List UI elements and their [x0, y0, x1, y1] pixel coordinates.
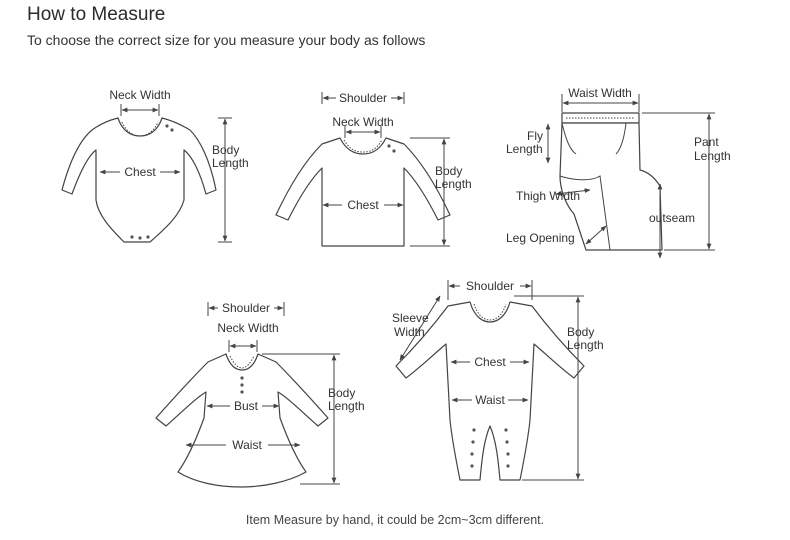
romper-snap-dots	[470, 428, 510, 468]
page-title: How to Measure	[27, 4, 166, 25]
shirt-outline	[275, 137, 451, 247]
pants-thigh-width-label: Thigh Width	[516, 189, 580, 203]
pants-waist-width-label: Waist Width	[568, 86, 632, 100]
bodysuit-chest-label: Chest	[124, 165, 156, 179]
dress-neck-width-label: Neck Width	[217, 321, 278, 335]
romper-sleeve-width-label: Width	[394, 325, 425, 339]
page-subtitle: To choose the correct size for you measu…	[27, 32, 426, 48]
pants-leg-opening-label: Leg Opening	[506, 231, 575, 245]
romper-chest-label: Chest	[474, 355, 506, 369]
dress-figure: Shoulder Neck Width Bust Waist Body Leng…	[155, 301, 365, 488]
bodysuit-body-label: Body	[212, 143, 239, 157]
pants-figure: Waist Width Fly Length Pant Length Thigh…	[506, 86, 731, 259]
pants-outline	[559, 122, 663, 251]
bodysuit-outline	[61, 117, 217, 243]
bodysuit-length-label: Length	[212, 156, 249, 170]
shirt-chest-label: Chest	[347, 198, 379, 212]
pants-outseam-label: outseam	[649, 211, 695, 225]
dress-bust-label: Bust	[234, 399, 259, 413]
shirt-body-label: Body	[435, 164, 462, 178]
dress-shoulder-label: Shoulder	[222, 301, 270, 315]
footer-note: Item Measure by hand, it could be 2cm~3c…	[245, 513, 545, 527]
romper-sleeve-label: Sleeve	[392, 311, 429, 325]
dress-outline	[155, 353, 329, 488]
pants-fly-label: Fly	[527, 129, 543, 143]
dress-body-label: Body	[328, 386, 355, 400]
bodysuit-figure: Neck Width Chest Body Length	[61, 88, 249, 243]
dress-waist-label: Waist	[232, 438, 262, 452]
romper-waist-label: Waist	[475, 393, 505, 407]
dress-length-label: Length	[328, 399, 365, 413]
romper-body-label: Body	[567, 325, 594, 339]
shirt-figure: Shoulder Neck Width Chest Body Length	[275, 91, 472, 247]
pants-pant-label: Pant	[694, 135, 719, 149]
shirt-length-label: Length	[435, 177, 472, 191]
pants-pant-length-label: Length	[694, 149, 731, 163]
bodysuit-neck-width-label: Neck Width	[109, 88, 170, 102]
romper-length-label: Length	[567, 338, 604, 352]
pants-fly-length-label: Length	[506, 142, 543, 156]
shirt-neck-width-label: Neck Width	[332, 115, 393, 129]
romper-shoulder-label: Shoulder	[466, 279, 514, 293]
shirt-shoulder-label: Shoulder	[339, 91, 387, 105]
romper-figure: Shoulder Sleeve Width Chest Waist Body L…	[392, 279, 604, 481]
